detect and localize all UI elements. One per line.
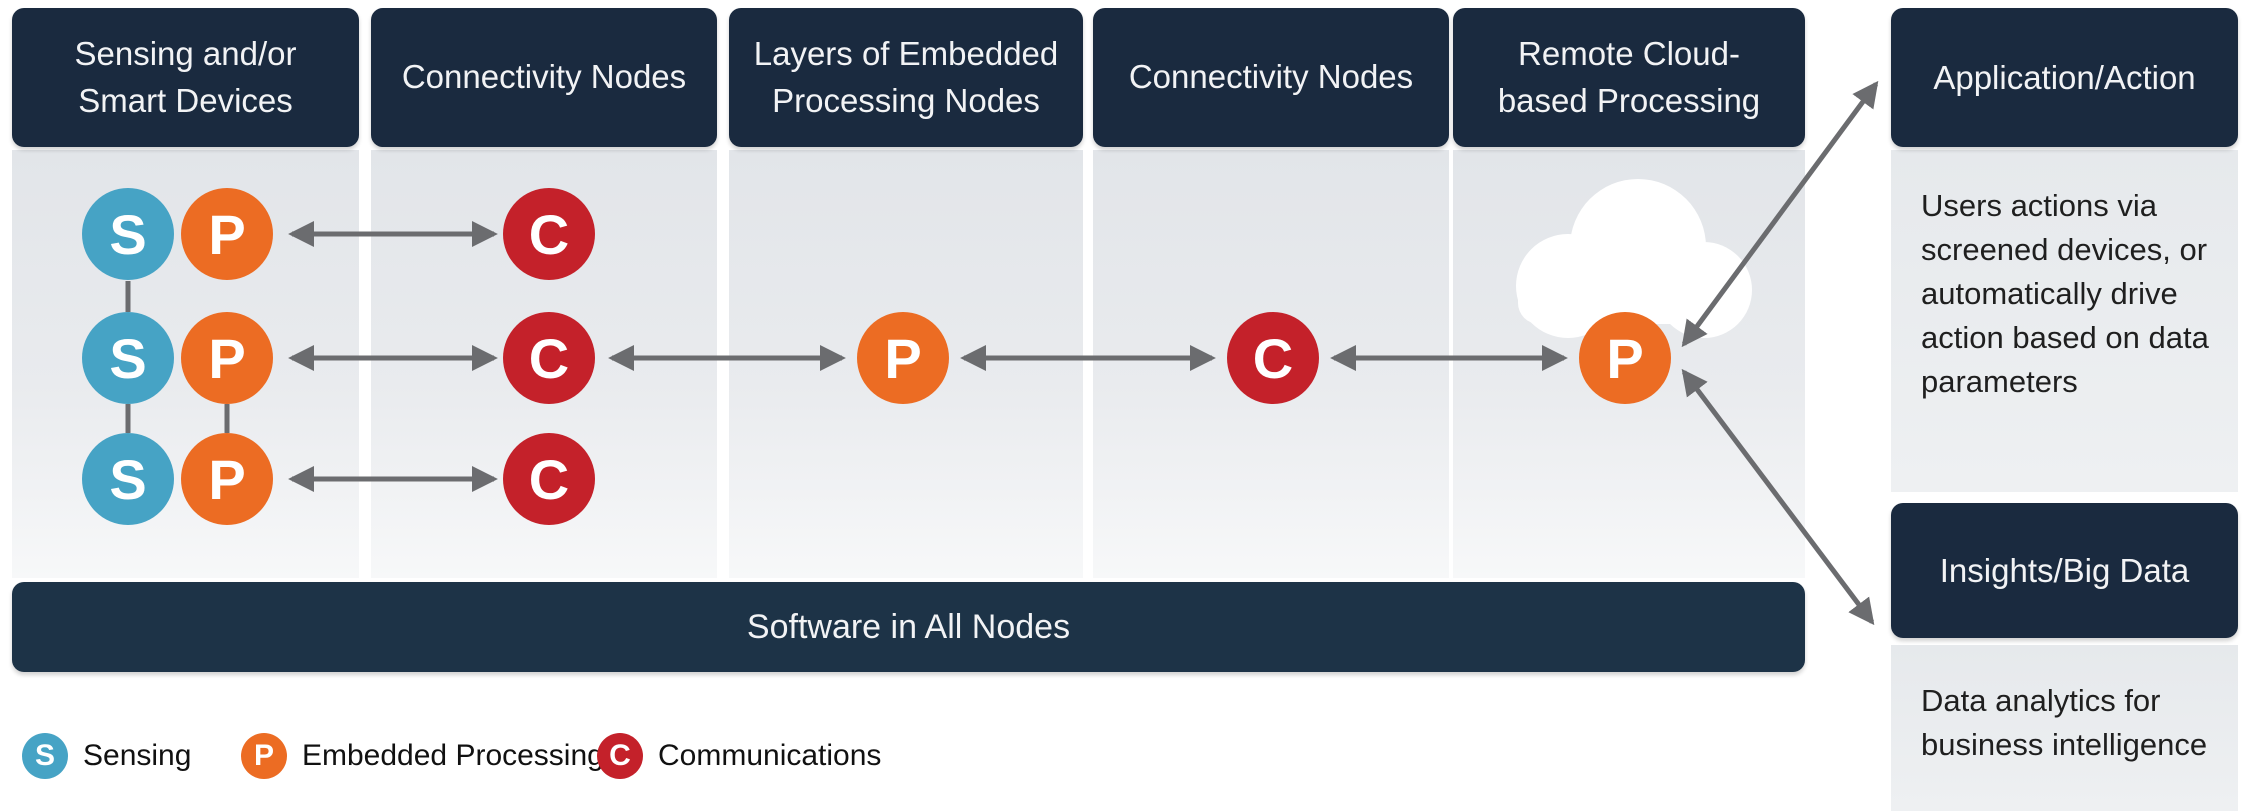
- communications-node-3-letter: C: [528, 447, 570, 511]
- sensing-node-3: S: [82, 433, 174, 525]
- sensing-node-1-letter: S: [109, 202, 147, 266]
- application-action-description: Users actions via screened devices, or a…: [1891, 150, 2238, 492]
- column-header-connectivity-2: Connectivity Nodes: [1093, 8, 1449, 147]
- processing-node-1-letter: P: [208, 202, 246, 266]
- communications-node-4: C: [1227, 312, 1319, 404]
- column-header-connectivity-1: Connectivity Nodes: [371, 8, 717, 147]
- communications-legend-letter: C: [609, 739, 631, 772]
- sensing-legend-label: Sensing: [83, 739, 192, 772]
- column-header-connectivity-1-label: Connectivity Nodes: [401, 58, 687, 96]
- application-action-title: Application/Action: [1933, 58, 2196, 96]
- embedded-processing-legend-letter: P: [253, 739, 274, 772]
- insights-big-data-title: Insights/Big Data: [1939, 551, 2190, 589]
- column-header-sensing: Sensing and/or Smart Devices: [12, 8, 359, 147]
- communications-node-1-letter: C: [528, 202, 570, 266]
- application-action-description-text: Users actions via screened devices, or a…: [1921, 188, 2209, 400]
- application-action-header: Application/Action: [1891, 8, 2238, 147]
- insights-big-data-description: Data analytics for business intelligence: [1891, 645, 2238, 811]
- legend-item-communications: C Communications: [597, 733, 881, 779]
- processing-node-2-letter: P: [208, 326, 246, 390]
- sensing-legend-icon: S: [22, 733, 68, 779]
- processing-node-1: P: [181, 188, 273, 280]
- embedded-processing-legend-label: Embedded Processing: [302, 739, 604, 772]
- cloud-processing-node: P: [1579, 312, 1671, 404]
- sensing-node-2-letter: S: [109, 326, 147, 390]
- sensing-node-3-letter: S: [109, 447, 147, 511]
- column-header-embedded-label: Layers of Embedded Processing Nodes: [753, 35, 1059, 119]
- communications-node-1: C: [503, 188, 595, 280]
- sensing-node-2: S: [82, 312, 174, 404]
- insights-big-data-header: Insights/Big Data: [1891, 503, 2238, 638]
- insights-big-data-description-text: Data analytics for business intelligence: [1921, 683, 2208, 763]
- embedded-processing-legend-icon: P: [241, 733, 287, 779]
- communications-legend-icon: C: [597, 733, 643, 779]
- sensing-legend-letter: S: [34, 739, 55, 772]
- column-header-cloud: Remote Cloud-based Processing: [1453, 8, 1805, 147]
- communications-node-2-letter: C: [528, 326, 570, 390]
- processing-node-3-letter: P: [208, 447, 246, 511]
- communications-node-4-letter: C: [1252, 326, 1294, 390]
- legend-item-embedded-processing: P Embedded Processing: [241, 733, 604, 779]
- software-bar-label: Software in All Nodes: [746, 607, 1071, 646]
- column-header-connectivity-2-label: Connectivity Nodes: [1128, 58, 1414, 96]
- embedded-processing-node-letter: P: [884, 326, 922, 390]
- embedded-processing-node: P: [857, 312, 949, 404]
- column-header-embedded: Layers of Embedded Processing Nodes: [729, 8, 1083, 147]
- communications-legend-label: Communications: [658, 739, 882, 772]
- column-header-sensing-label: Sensing and/or Smart Devices: [74, 35, 297, 119]
- legend-item-sensing: S Sensing: [22, 733, 191, 779]
- processing-node-3: P: [181, 433, 273, 525]
- column-header-cloud-label: Remote Cloud-based Processing: [1497, 35, 1761, 119]
- sensing-node-1: S: [82, 188, 174, 280]
- communications-node-2: C: [503, 312, 595, 404]
- communications-node-3: C: [503, 433, 595, 525]
- software-bar: Software in All Nodes: [12, 582, 1805, 672]
- processing-node-2: P: [181, 312, 273, 404]
- cloud-processing-node-letter: P: [1606, 326, 1644, 390]
